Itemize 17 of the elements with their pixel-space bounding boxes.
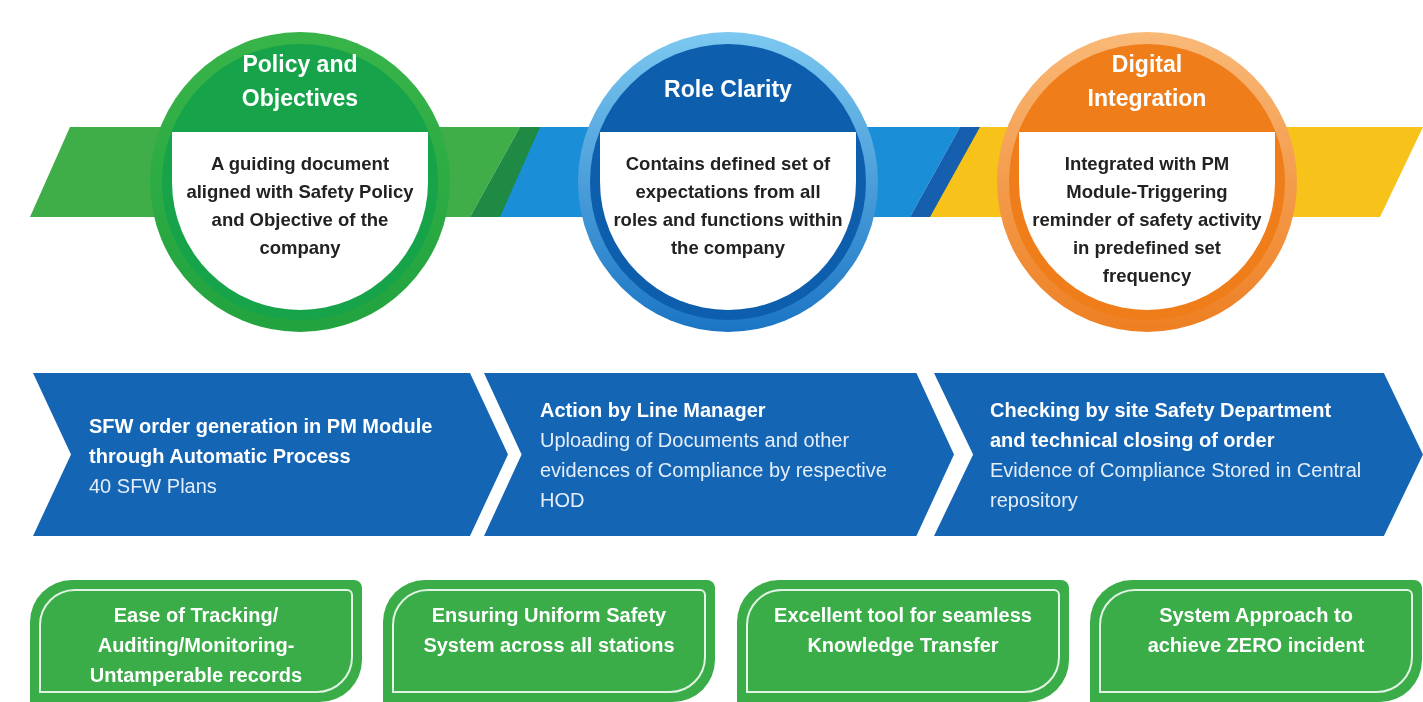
process-step-banner: [934, 373, 1423, 536]
benefit-tab: System Approach to achieve ZERO incident: [1090, 580, 1422, 702]
step-heading: SFW order generation in PM Module through Automatic Process: [89, 414, 434, 469]
circle-heading: Policy and Objectives: [240, 50, 360, 113]
circle-heading: Role Clarity: [663, 75, 793, 104]
step-heading: Checking by site Safety Department and technical closing of order: [990, 398, 1333, 453]
description-text: A guiding document aligned with Safety Policy and Objective of the company: [185, 152, 415, 260]
step-heading: Action by Line Manager: [540, 398, 767, 423]
description-text: Integrated with PM Module-Triggering reminder of safety activity in predefined set frequency: [1031, 152, 1263, 288]
benefit-tab: Excellent tool for seamless Knowledge Transfer: [737, 580, 1069, 702]
step-description: Evidence of Compliance Stored in Central repository: [990, 458, 1363, 513]
benefit-tab: Ensuring Uniform Safety System across all stations: [383, 580, 715, 702]
step-description: Uploading of Documents and other evidences of Compliance by respective HOD: [540, 428, 888, 513]
step-description: 40 SFW Plans: [89, 474, 218, 499]
description-text: Contains defined set of expectations from all roles and functions within the company: [612, 152, 844, 260]
circle-heading: Digital Integration: [1086, 50, 1208, 113]
benefit-tab: Ease of Tracking/ Auditing/Monitoring-Untamperable records: [30, 580, 362, 702]
